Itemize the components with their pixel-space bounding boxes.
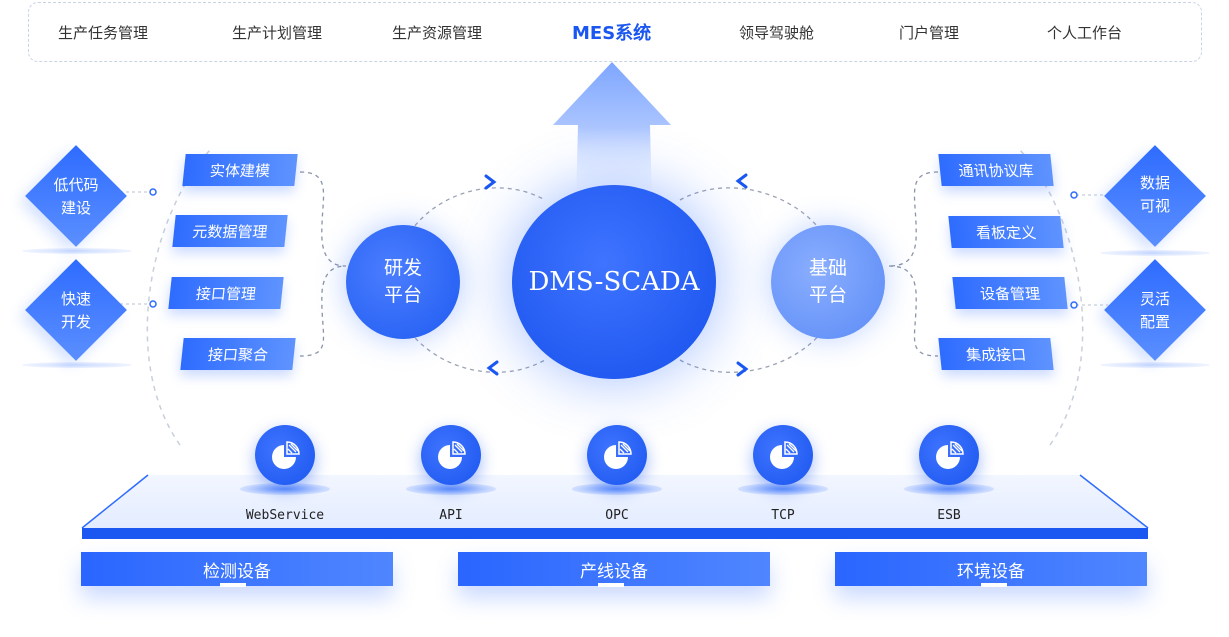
pill-label: 接口聚合 xyxy=(206,345,269,364)
shadow xyxy=(1100,250,1210,256)
up-arrow xyxy=(553,62,671,205)
nav-item-task[interactable]: 生产任务管理 xyxy=(58,24,149,42)
pill-label: 通讯协议库 xyxy=(957,161,1035,180)
nav-item-cockpit[interactable]: 领导驾驶舱 xyxy=(739,24,815,42)
device-environment[interactable]: 环境设备 xyxy=(835,552,1147,586)
pie-chart-icon[interactable] xyxy=(255,425,315,485)
device-tick xyxy=(220,583,246,587)
platform-bar xyxy=(82,528,1148,539)
diamond-lowcode-label: 低代码 建设 xyxy=(53,176,99,217)
protocol-label: API xyxy=(439,508,463,523)
base-platform-circle: 基础 平台 xyxy=(771,225,885,339)
shadow xyxy=(22,248,132,254)
nav-item-portal[interactable]: 门户管理 xyxy=(899,24,960,42)
pie-chart-icon[interactable] xyxy=(753,425,813,485)
device-tick xyxy=(598,583,624,587)
pill-label: 接口管理 xyxy=(194,284,257,303)
platform-trapezoid xyxy=(82,475,1148,528)
pill-protocol-library[interactable]: 通讯协议库 xyxy=(938,154,1054,186)
pill-interface-aggregation[interactable]: 接口聚合 xyxy=(180,338,296,370)
pill-entity-modeling[interactable]: 实体建模 xyxy=(182,154,298,186)
dev-platform-label: 研发 平台 xyxy=(383,257,422,306)
device-label: 产线设备 xyxy=(580,561,648,582)
top-nav xyxy=(28,2,1202,62)
pill-label: 元数据管理 xyxy=(191,222,269,241)
pie-chart-icon[interactable] xyxy=(587,425,647,485)
pill-metadata-management[interactable]: 元数据管理 xyxy=(172,215,288,247)
pie-chart-icon[interactable] xyxy=(421,425,481,485)
protocol-label: ESB xyxy=(937,508,961,523)
pill-label: 集成接口 xyxy=(965,345,1027,364)
device-label: 检测设备 xyxy=(203,561,271,582)
protocol-base xyxy=(738,483,828,495)
pill-device-management[interactable]: 设备管理 xyxy=(952,277,1068,309)
pill-integration-interface[interactable]: 集成接口 xyxy=(938,338,1054,370)
device-tick xyxy=(981,583,1007,587)
shadow xyxy=(1100,362,1210,368)
base-platform-label: 基础 平台 xyxy=(808,257,847,306)
pill-label: 看板定义 xyxy=(975,223,1037,242)
device-label: 环境设备 xyxy=(957,561,1025,582)
pill-label: 设备管理 xyxy=(979,284,1041,303)
device-detection[interactable]: 检测设备 xyxy=(81,552,393,586)
protocol-base xyxy=(240,483,330,495)
nav-item-mes[interactable]: MES系统 xyxy=(572,23,652,44)
pill-interface-management[interactable]: 接口管理 xyxy=(168,277,284,309)
protocol-label: TCP xyxy=(771,508,795,523)
nav-item-workbench[interactable]: 个人工作台 xyxy=(1047,24,1123,42)
diamond-data-visual-label: 数据 可视 xyxy=(1139,174,1170,215)
diamond-rapid-dev-label: 快速 开发 xyxy=(60,290,91,331)
pill-dashboard-definition[interactable]: 看板定义 xyxy=(948,216,1064,248)
nav-item-plan[interactable]: 生产计划管理 xyxy=(232,24,323,42)
diamond-flexible-config-label: 灵活 配置 xyxy=(1139,290,1170,331)
protocol-base xyxy=(406,483,496,495)
protocol-base xyxy=(572,483,662,495)
protocol-label: OPC xyxy=(605,508,629,523)
device-production-line[interactable]: 产线设备 xyxy=(458,552,770,586)
dms-scada-label: DMS-SCADA xyxy=(528,267,700,297)
nav-item-resource[interactable]: 生产资源管理 xyxy=(392,24,483,42)
pie-chart-icon[interactable] xyxy=(919,425,979,485)
protocol-base xyxy=(904,483,994,495)
dev-platform-circle: 研发 平台 xyxy=(346,225,460,339)
pill-label: 实体建模 xyxy=(208,161,271,180)
protocol-label: WebService xyxy=(245,508,325,523)
dms-scada-circle: DMS-SCADA xyxy=(512,185,716,379)
shadow xyxy=(22,362,132,368)
